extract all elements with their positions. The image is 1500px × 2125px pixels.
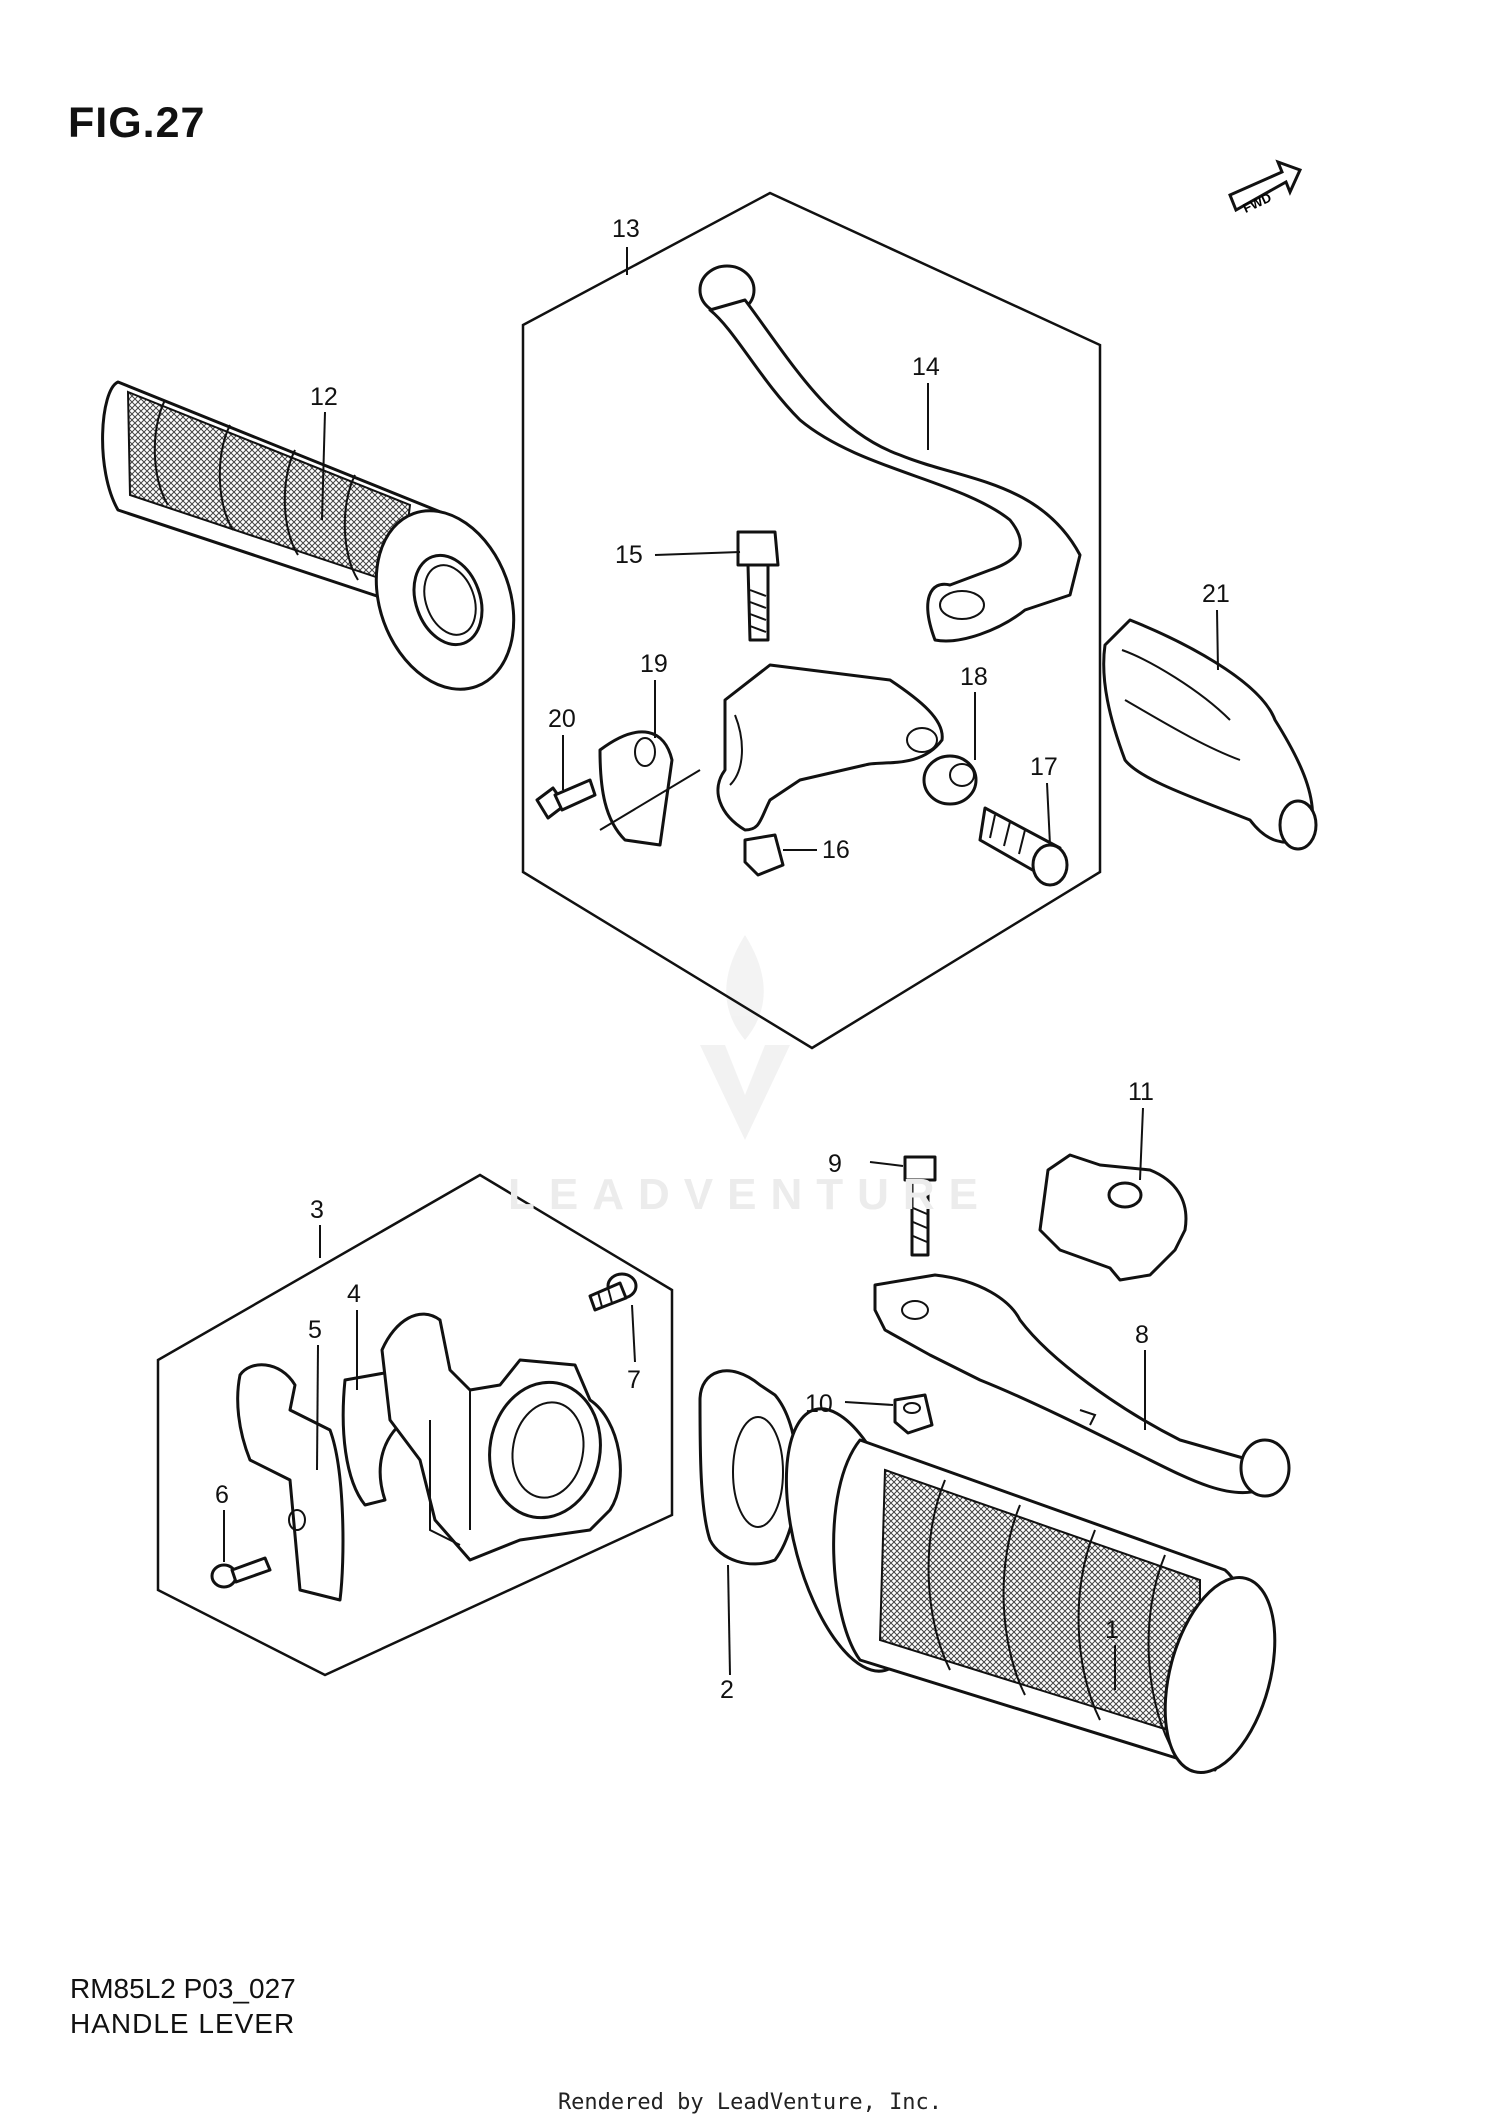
part-7-screw — [588, 1272, 638, 1312]
part-lever-holder — [598, 663, 944, 847]
part-18-adjuster-nut — [922, 754, 978, 806]
part-15-bolt — [736, 530, 780, 642]
callout-7: 7 — [627, 1366, 641, 1394]
part-1-right-grip — [784, 1407, 1277, 1774]
figure-title: FIG.27 — [68, 99, 206, 147]
leadventure-logo-icon — [700, 935, 790, 1140]
render-credit: Rendered by LeadVenture, Inc. — [557, 2090, 943, 2115]
callout-21: 21 — [1202, 580, 1230, 608]
part-10-nut — [893, 1393, 934, 1435]
part-20-screw — [535, 778, 597, 820]
callout-8: 8 — [1135, 1321, 1149, 1349]
callout-18: 18 — [960, 663, 988, 691]
callout-labels: 1 2 3 4 5 6 7 8 9 10 11 12 13 14 15 16 1… — [215, 215, 1230, 1704]
assembly-outline-13 — [521, 191, 1102, 1050]
part-6-screw — [210, 1556, 272, 1589]
part-16-nut — [743, 833, 785, 877]
callout-6: 6 — [215, 1481, 229, 1509]
callout-2: 2 — [720, 1676, 734, 1704]
callout-11: 11 — [1128, 1078, 1154, 1106]
callout-12: 12 — [310, 383, 338, 411]
part-2-throttle-ring — [698, 1369, 799, 1566]
section-name: HANDLE LEVER — [70, 2008, 296, 2039]
part-21-lever-cover — [1102, 618, 1318, 851]
fwd-arrow-icon: FWD — [1228, 159, 1303, 216]
callout-14: 14 — [912, 353, 940, 381]
assembly-outline-3 — [156, 1173, 674, 1677]
callout-16: 16 — [822, 836, 850, 864]
callout-20: 20 — [548, 705, 576, 733]
part-3-throttle-housing — [380, 1312, 622, 1562]
model-code: RM85L2 P03_027 — [70, 1973, 296, 2004]
callout-5: 5 — [308, 1316, 322, 1344]
callout-17: 17 — [1030, 753, 1058, 781]
part-11-holder-cap — [1038, 1153, 1188, 1282]
part-17-adjuster-bolt — [978, 806, 1069, 887]
part-8-brake-lever — [873, 1273, 1291, 1498]
callout-3: 3 — [310, 1196, 324, 1224]
callout-13: 13 — [612, 215, 640, 243]
part-9-bolt — [903, 1155, 937, 1257]
callout-4: 4 — [347, 1280, 361, 1308]
callout-10: 10 — [805, 1390, 833, 1418]
callout-15: 15 — [615, 541, 643, 569]
callout-19: 19 — [640, 650, 668, 678]
watermark-text: LEADVENTURE — [507, 1170, 993, 1219]
callout-9: 9 — [828, 1150, 842, 1178]
leader-lines — [223, 247, 1219, 1690]
part-14-clutch-lever — [698, 264, 1082, 643]
part-12-left-grip — [101, 380, 516, 691]
callout-1: 1 — [1105, 1616, 1119, 1644]
